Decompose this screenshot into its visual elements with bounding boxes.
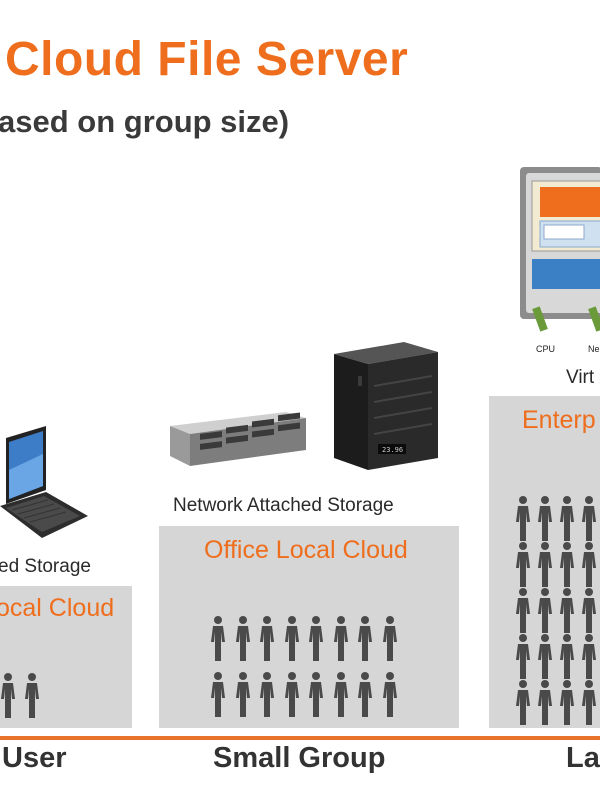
category-label-small-group: Small Group: [213, 742, 386, 774]
page-title: Cloud File Server: [5, 33, 409, 86]
panel-single-user: [0, 586, 132, 728]
person-icon: [515, 587, 531, 633]
person-icon: [259, 671, 275, 717]
person-icon: [537, 633, 553, 679]
person-icon: [210, 615, 226, 661]
person-icon: [308, 671, 324, 717]
person-icon: [308, 615, 324, 661]
person-icon: [284, 615, 300, 661]
person-icon: [210, 671, 226, 717]
person-icon: [382, 671, 398, 717]
device-label-large: Virt: [566, 367, 595, 388]
person-icon: [559, 633, 575, 679]
person-icon: [357, 671, 373, 717]
device-label-single: ed Storage: [0, 556, 91, 577]
people-group-single: [0, 672, 60, 722]
person-icon: [515, 679, 531, 725]
person-icon: [382, 615, 398, 661]
person-icon: [559, 587, 575, 633]
panel-title-small: Office Local Cloud: [204, 536, 408, 564]
person-icon: [235, 671, 251, 717]
person-icon: [581, 495, 597, 541]
person-icon: [581, 541, 597, 587]
person-icon: [515, 541, 531, 587]
person-icon: [559, 541, 575, 587]
person-icon: [537, 495, 553, 541]
page-subtitle: ased on group size): [0, 104, 290, 139]
person-icon: [537, 587, 553, 633]
person-icon: [581, 633, 597, 679]
people-group-large: [515, 495, 600, 725]
category-divider-line: [0, 736, 600, 740]
label-cpu: CPU: [536, 344, 556, 354]
laptop-image: [0, 426, 88, 538]
person-icon: [537, 541, 553, 587]
panel-small-group: [159, 526, 459, 728]
person-icon: [515, 495, 531, 541]
person-icon: [24, 672, 40, 718]
person-icon: [581, 587, 597, 633]
device-label-small: Network Attached Storage: [173, 495, 394, 516]
person-icon: [537, 679, 553, 725]
panel-title-single: ocal Cloud: [0, 594, 115, 622]
person-icon: [515, 633, 531, 679]
person-icon: [333, 615, 349, 661]
person-icon: [559, 679, 575, 725]
label-network: Ne: [588, 344, 600, 354]
category-label-user: User: [2, 742, 67, 774]
panel-title-large: Enterp: [522, 406, 596, 434]
svg-text:23.96: 23.96: [382, 446, 403, 454]
nas-tower-image: 23.96: [334, 342, 438, 470]
person-icon: [0, 672, 16, 718]
rack-server-image: [170, 412, 306, 466]
person-icon: [235, 615, 251, 661]
person-icon: [284, 671, 300, 717]
person-icon: [581, 679, 597, 725]
people-group-small: [210, 615, 410, 725]
category-label-large: La: [566, 742, 600, 774]
person-icon: [357, 615, 373, 661]
virtual-server-diagram: [520, 167, 600, 332]
person-icon: [333, 671, 349, 717]
person-icon: [259, 615, 275, 661]
person-icon: [559, 495, 575, 541]
